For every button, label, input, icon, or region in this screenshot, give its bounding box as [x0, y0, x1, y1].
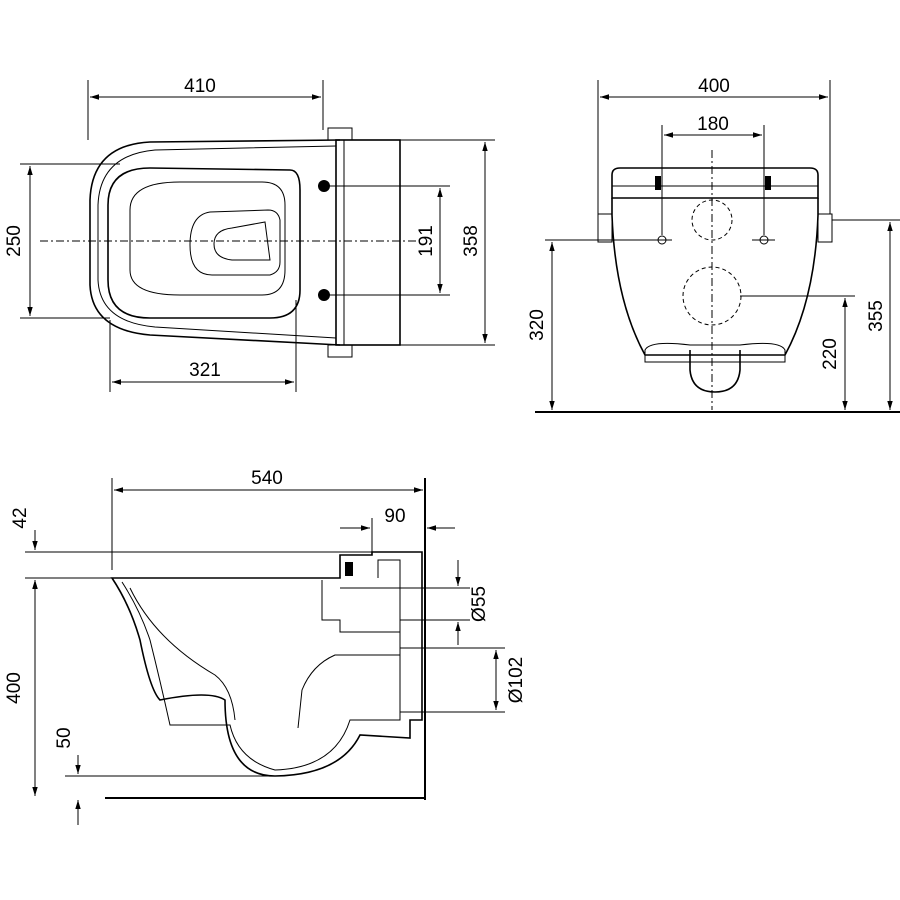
dim-180: 180 — [697, 114, 729, 135]
fixing-hole — [318, 289, 330, 301]
dim-191: 191 — [416, 225, 437, 257]
dim-50: 50 — [54, 727, 75, 748]
dim-355: 355 — [866, 300, 887, 332]
top-view: 410 250 191 358 321 — [4, 76, 495, 392]
tank-top — [335, 139, 401, 346]
tank-front — [611, 167, 819, 199]
seat-top — [107, 167, 301, 319]
dim-diameter-102: Ø102 — [506, 657, 527, 703]
dim-diameter-55: Ø55 — [469, 586, 490, 622]
bowl-outline-top — [89, 139, 341, 346]
bowl-front — [611, 198, 819, 356]
dim-321: 321 — [189, 360, 221, 381]
dim-400-front: 400 — [698, 76, 730, 97]
dim-220: 220 — [820, 338, 841, 370]
dim-250: 250 — [4, 225, 25, 257]
dim-320: 320 — [527, 309, 548, 341]
dim-400-side: 400 — [4, 672, 25, 704]
side-view: 540 90 42 400 Ø55 Ø102 50 — [4, 468, 527, 825]
dim-358: 358 — [461, 225, 482, 257]
fixing-hole — [318, 180, 330, 192]
dim-90: 90 — [384, 506, 405, 527]
dim-42: 42 — [10, 507, 31, 528]
dim-410: 410 — [184, 76, 216, 97]
dim-540: 540 — [251, 468, 283, 489]
front-view: 400 180 320 220 355 — [527, 76, 900, 413]
bowl-profile-side — [110, 551, 423, 777]
